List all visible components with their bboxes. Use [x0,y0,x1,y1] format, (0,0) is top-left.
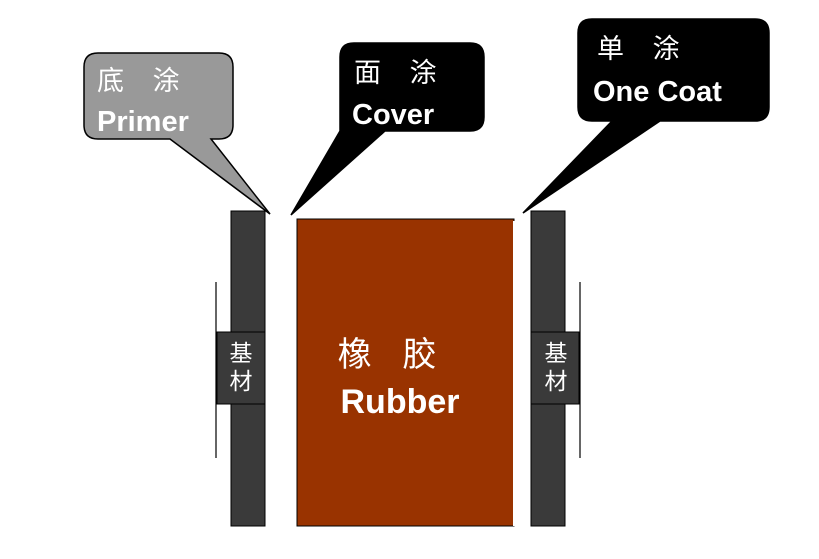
rubber-label-en: Rubber [341,383,460,421]
callout-primer-en: Primer [97,106,189,138]
substrate-right-label-line2: 材 [545,369,568,395]
substrate-left-label-line1: 基 [230,341,253,367]
callout-cover: 面 涂 Cover [290,42,485,216]
callout-cover-bubble [290,42,485,216]
callout-one-coat-en: One Coat [593,76,722,108]
rubber-block: 橡 胶 Rubber [296,218,515,527]
rubber-label-zh: 橡 胶 [338,335,447,375]
substrate-left-label-line2: 材 [230,369,253,395]
substrate-left-label-box [216,331,266,405]
substrate-right: 基 材 [530,210,581,527]
substrate-left: 基 材 [215,210,266,527]
callout-cover-zh: 面 涂 [354,58,447,89]
callout-one-coat: 单 涂 One Coat [522,18,770,214]
rubber-rect [296,218,515,527]
callout-primer-zh: 底 涂 [97,66,190,97]
callout-primer-bubble [83,52,271,215]
callout-cover-en: Cover [352,99,434,131]
callout-one-coat-zh: 单 涂 [597,34,690,65]
callout-one-coat-bubble [522,18,770,214]
substrate-right-label-line1: 基 [545,341,568,367]
substrate-right-label-box [530,331,580,405]
callout-primer: 底 涂 Primer [83,52,271,215]
